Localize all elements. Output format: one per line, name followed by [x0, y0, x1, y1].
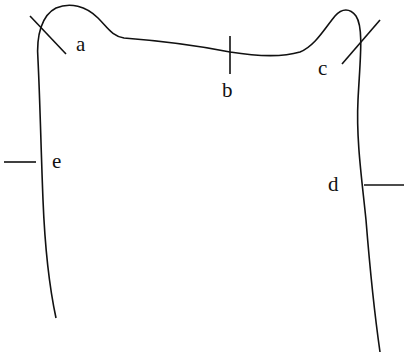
tick-mark — [30, 16, 66, 54]
tooth-outline — [38, 5, 380, 352]
point-label: c — [318, 58, 327, 79]
tick-mark — [229, 36, 231, 74]
tick-mark — [364, 184, 404, 186]
point-label: d — [328, 174, 339, 195]
point-label: e — [52, 151, 61, 172]
tick-mark — [4, 161, 36, 163]
tick-mark — [342, 20, 380, 64]
point-label: a — [76, 34, 85, 55]
point-label: b — [222, 80, 233, 101]
